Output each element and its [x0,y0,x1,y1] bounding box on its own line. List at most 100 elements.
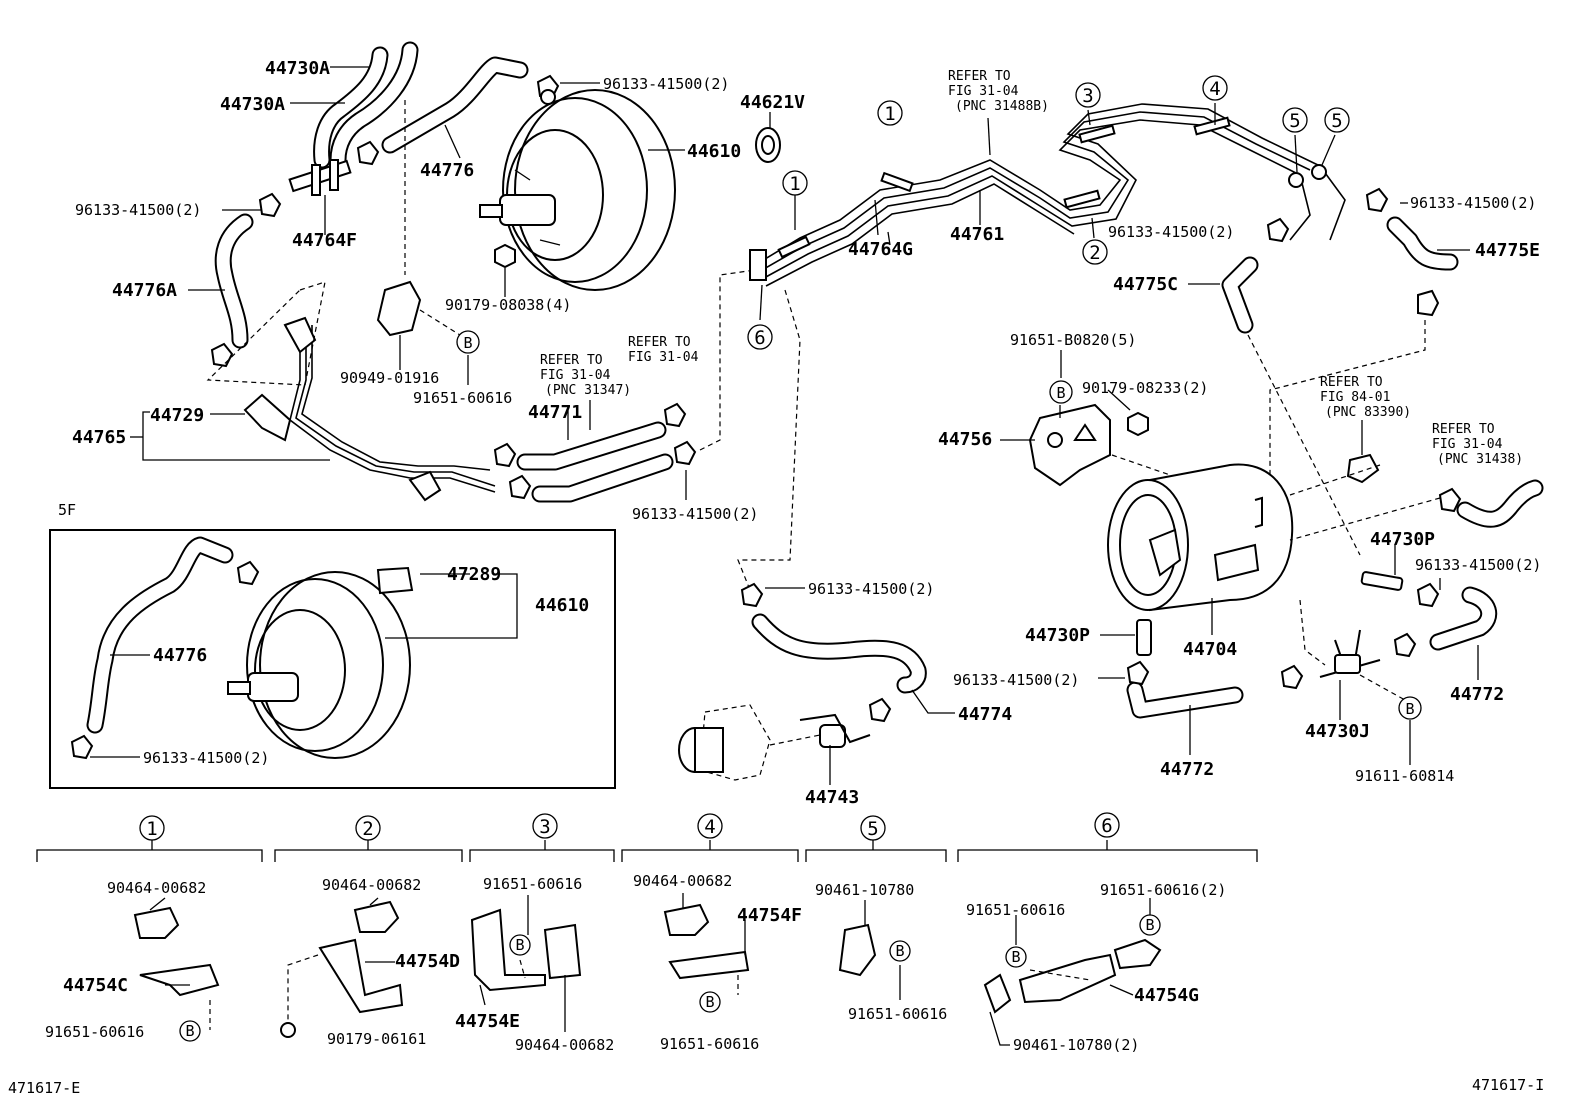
hose-44776A [214,213,254,349]
label-96133: 96133-41500(2) [1108,223,1234,241]
inset-tag: 5F [58,501,76,519]
detail-number-4 [697,813,723,839]
refer-line: FIG 31-04 [540,368,611,383]
detail-2-part-a: 90464-00682 [322,876,421,894]
label-44776: 44776 [153,645,207,666]
label-44704: 44704 [1183,639,1237,660]
detail-2-part-c: 90179-06161 [327,1030,426,1048]
label-47289: 47289 [447,564,501,585]
label-44610: 44610 [535,595,589,616]
svg-text:B: B [1405,700,1414,718]
svg-text:B: B [1056,384,1065,402]
pipe-assembly-44765 [283,316,496,502]
svg-text:2: 2 [1089,242,1100,264]
label-96133: 96133-41500(2) [953,671,1079,689]
label-44730A: 44730A [265,58,330,79]
callout-4 [1202,75,1228,101]
detail-2-part-b: 44754D [395,951,460,972]
label-44730A: 44730A [220,94,285,115]
label-44756: 44756 [938,429,992,450]
hose-44771 [493,402,697,503]
svg-text:3: 3 [539,816,550,838]
svg-text:3: 3 [1082,85,1093,107]
label-44730P: 44730P [1025,625,1090,646]
inset-hose-44776 [70,536,260,760]
hose-44775C [1221,217,1290,334]
label-44730J: 44730J [1305,721,1370,742]
pipe-44764F [288,159,352,196]
detail-4-part-b: 44754F [737,905,802,926]
detail-1-part-a: 90464-00682 [107,879,206,897]
detail-number-1 [139,815,165,841]
svg-text:B: B [515,936,524,954]
nut-90179-08038 [494,243,516,269]
svg-text:5: 5 [1289,110,1300,132]
svg-text:B: B [1145,916,1154,934]
refer-line: (PNC 83390) [1325,405,1411,420]
engine-vacuum-pump [678,704,771,781]
callout-1 [877,100,903,126]
connector-44730P [1136,571,1440,656]
callout-b [1398,696,1422,720]
callout-1 [782,170,808,196]
label-44772: 44772 [1450,684,1504,705]
refer-line: FIG 84-01 [1320,390,1390,405]
label-44765: 44765 [72,427,126,448]
detail-4-part-c: 91651-60616 [660,1035,759,1053]
refer-line: REFER TO [1432,422,1495,437]
svg-text:B: B [463,334,472,352]
refer-line: FIG 31-04 [1432,437,1503,452]
callout-2 [1082,239,1108,265]
detail-3-part-b: 44754E [455,1011,520,1032]
callout-6 [747,324,773,350]
detail-6-part-c: 44754G [1134,985,1199,1006]
callout-3 [1075,82,1101,108]
label-44775C: 44775C [1113,274,1178,295]
svg-text:6: 6 [754,327,765,349]
callout-b [179,1020,201,1042]
hose-31438 [1438,479,1544,528]
detail-5-part-c: 91651-60616 [848,1005,947,1023]
callout-b [1139,914,1161,936]
svg-text:6: 6 [1101,815,1112,837]
hose-44772-left [1126,660,1244,719]
svg-text:1: 1 [789,173,800,195]
hose-44772-right [1393,586,1498,658]
detail-3-part-c: 90464-00682 [515,1036,614,1054]
label-44729: 44729 [150,405,204,426]
callout-circles: 1 1 2 3 4 5 5 6 B B B [456,75,1422,720]
label-96133: 96133-41500(2) [143,749,269,767]
detail-6-part-d: 90461-10780(2) [1013,1036,1139,1054]
detail-leaders [149,893,1151,1046]
label-44771: 44771 [528,402,582,423]
label-91651: 91651-60616 [413,389,512,407]
connector-clip [1417,289,1440,317]
detail-1-part-c: 91651-60616 [45,1023,144,1041]
inset-frame [49,529,616,789]
label-96133: 96133-41500(2) [1410,194,1536,212]
label-44761: 44761 [950,224,1004,245]
svg-text:4: 4 [704,816,715,838]
detail-number-6 [1094,812,1120,838]
label-44774: 44774 [958,704,1012,725]
hose-44774 [740,582,927,723]
detail-6-part-b: 91651-60616(2) [1100,881,1226,899]
label-44764F: 44764F [292,230,357,251]
vacuum-tank-44704 [1107,463,1294,612]
callout-b [1049,380,1073,404]
svg-text:B: B [185,1022,194,1040]
inset-brake-booster-44610 [227,566,414,759]
brake-line-bundle-44761 [749,103,1346,287]
refer-line: (PNC 31488B) [955,99,1049,114]
svg-text:B: B [895,942,904,960]
svg-text:B: B [705,993,714,1011]
seal-44621V [755,127,781,163]
refer-line: REFER TO [628,335,691,350]
detail-1-part-b: 44754C [63,975,128,996]
label-44621V: 44621V [740,92,805,113]
label-90179-08233: 90179-08233(2) [1082,379,1208,397]
label-96133: 96133-41500(2) [1415,556,1541,574]
part-labels: 44730A 44730A 96133-41500(2) 44621V 4461… [58,58,1541,808]
